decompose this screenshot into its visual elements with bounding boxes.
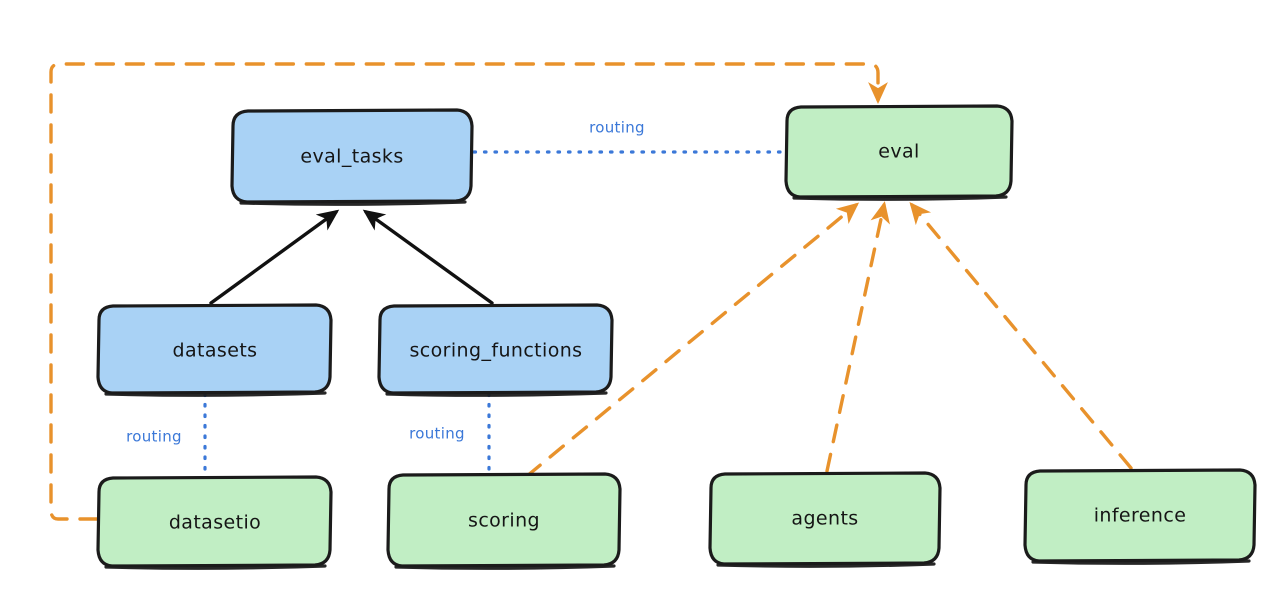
node-agents-label: agents (791, 508, 858, 530)
node-datasetio[interactable]: datasetio (96, 475, 333, 570)
node-eval-underline (792, 195, 1008, 201)
node-eval-tasks-label: eval_tasks (300, 146, 403, 168)
node-inference-underline (1031, 559, 1251, 565)
edge-label-routing-top: routing (589, 119, 645, 137)
node-scoring-functions-underline (385, 391, 608, 397)
inherit-edges (209, 209, 494, 305)
edge-inference-eval (909, 201, 1133, 470)
node-agents-underline (716, 562, 936, 568)
edge-datasets-eval_tasks (209, 209, 340, 305)
node-scoring-functions[interactable]: scoring_functions (377, 303, 614, 397)
edge-label-routing-scoring: routing (409, 425, 465, 443)
node-eval-label: eval (878, 141, 919, 163)
node-datasetio-underline (104, 564, 327, 570)
edge-label-routing-datasets: routing (126, 428, 182, 446)
node-eval-tasks[interactable]: eval_tasks (230, 108, 474, 206)
edge-datasetio-eval (49, 62, 888, 521)
node-scoring[interactable]: scoring (386, 472, 622, 570)
node-datasetio-label: datasetio (169, 512, 261, 534)
node-datasets[interactable]: datasets (96, 303, 333, 397)
node-agents[interactable]: agents (708, 471, 942, 568)
edge-scoring-eval (525, 202, 860, 478)
node-inference-label: inference (1094, 505, 1187, 527)
edge-agents-eval (825, 201, 890, 473)
node-datasets-label: datasets (173, 340, 258, 362)
edge-scoring_functions-eval_tasks (362, 209, 494, 305)
node-datasets-underline (104, 391, 327, 397)
dependency-edges (49, 62, 1133, 521)
node-eval-tasks-underline (239, 200, 467, 206)
node-inference[interactable]: inference (1023, 468, 1257, 565)
edge-labels: routing routing routing (126, 119, 645, 446)
node-scoring-underline (394, 564, 616, 570)
node-scoring-functions-label: scoring_functions (410, 340, 583, 362)
routing-edges (203, 150, 786, 477)
node-eval[interactable]: eval (784, 104, 1014, 201)
node-scoring-label: scoring (468, 510, 540, 532)
